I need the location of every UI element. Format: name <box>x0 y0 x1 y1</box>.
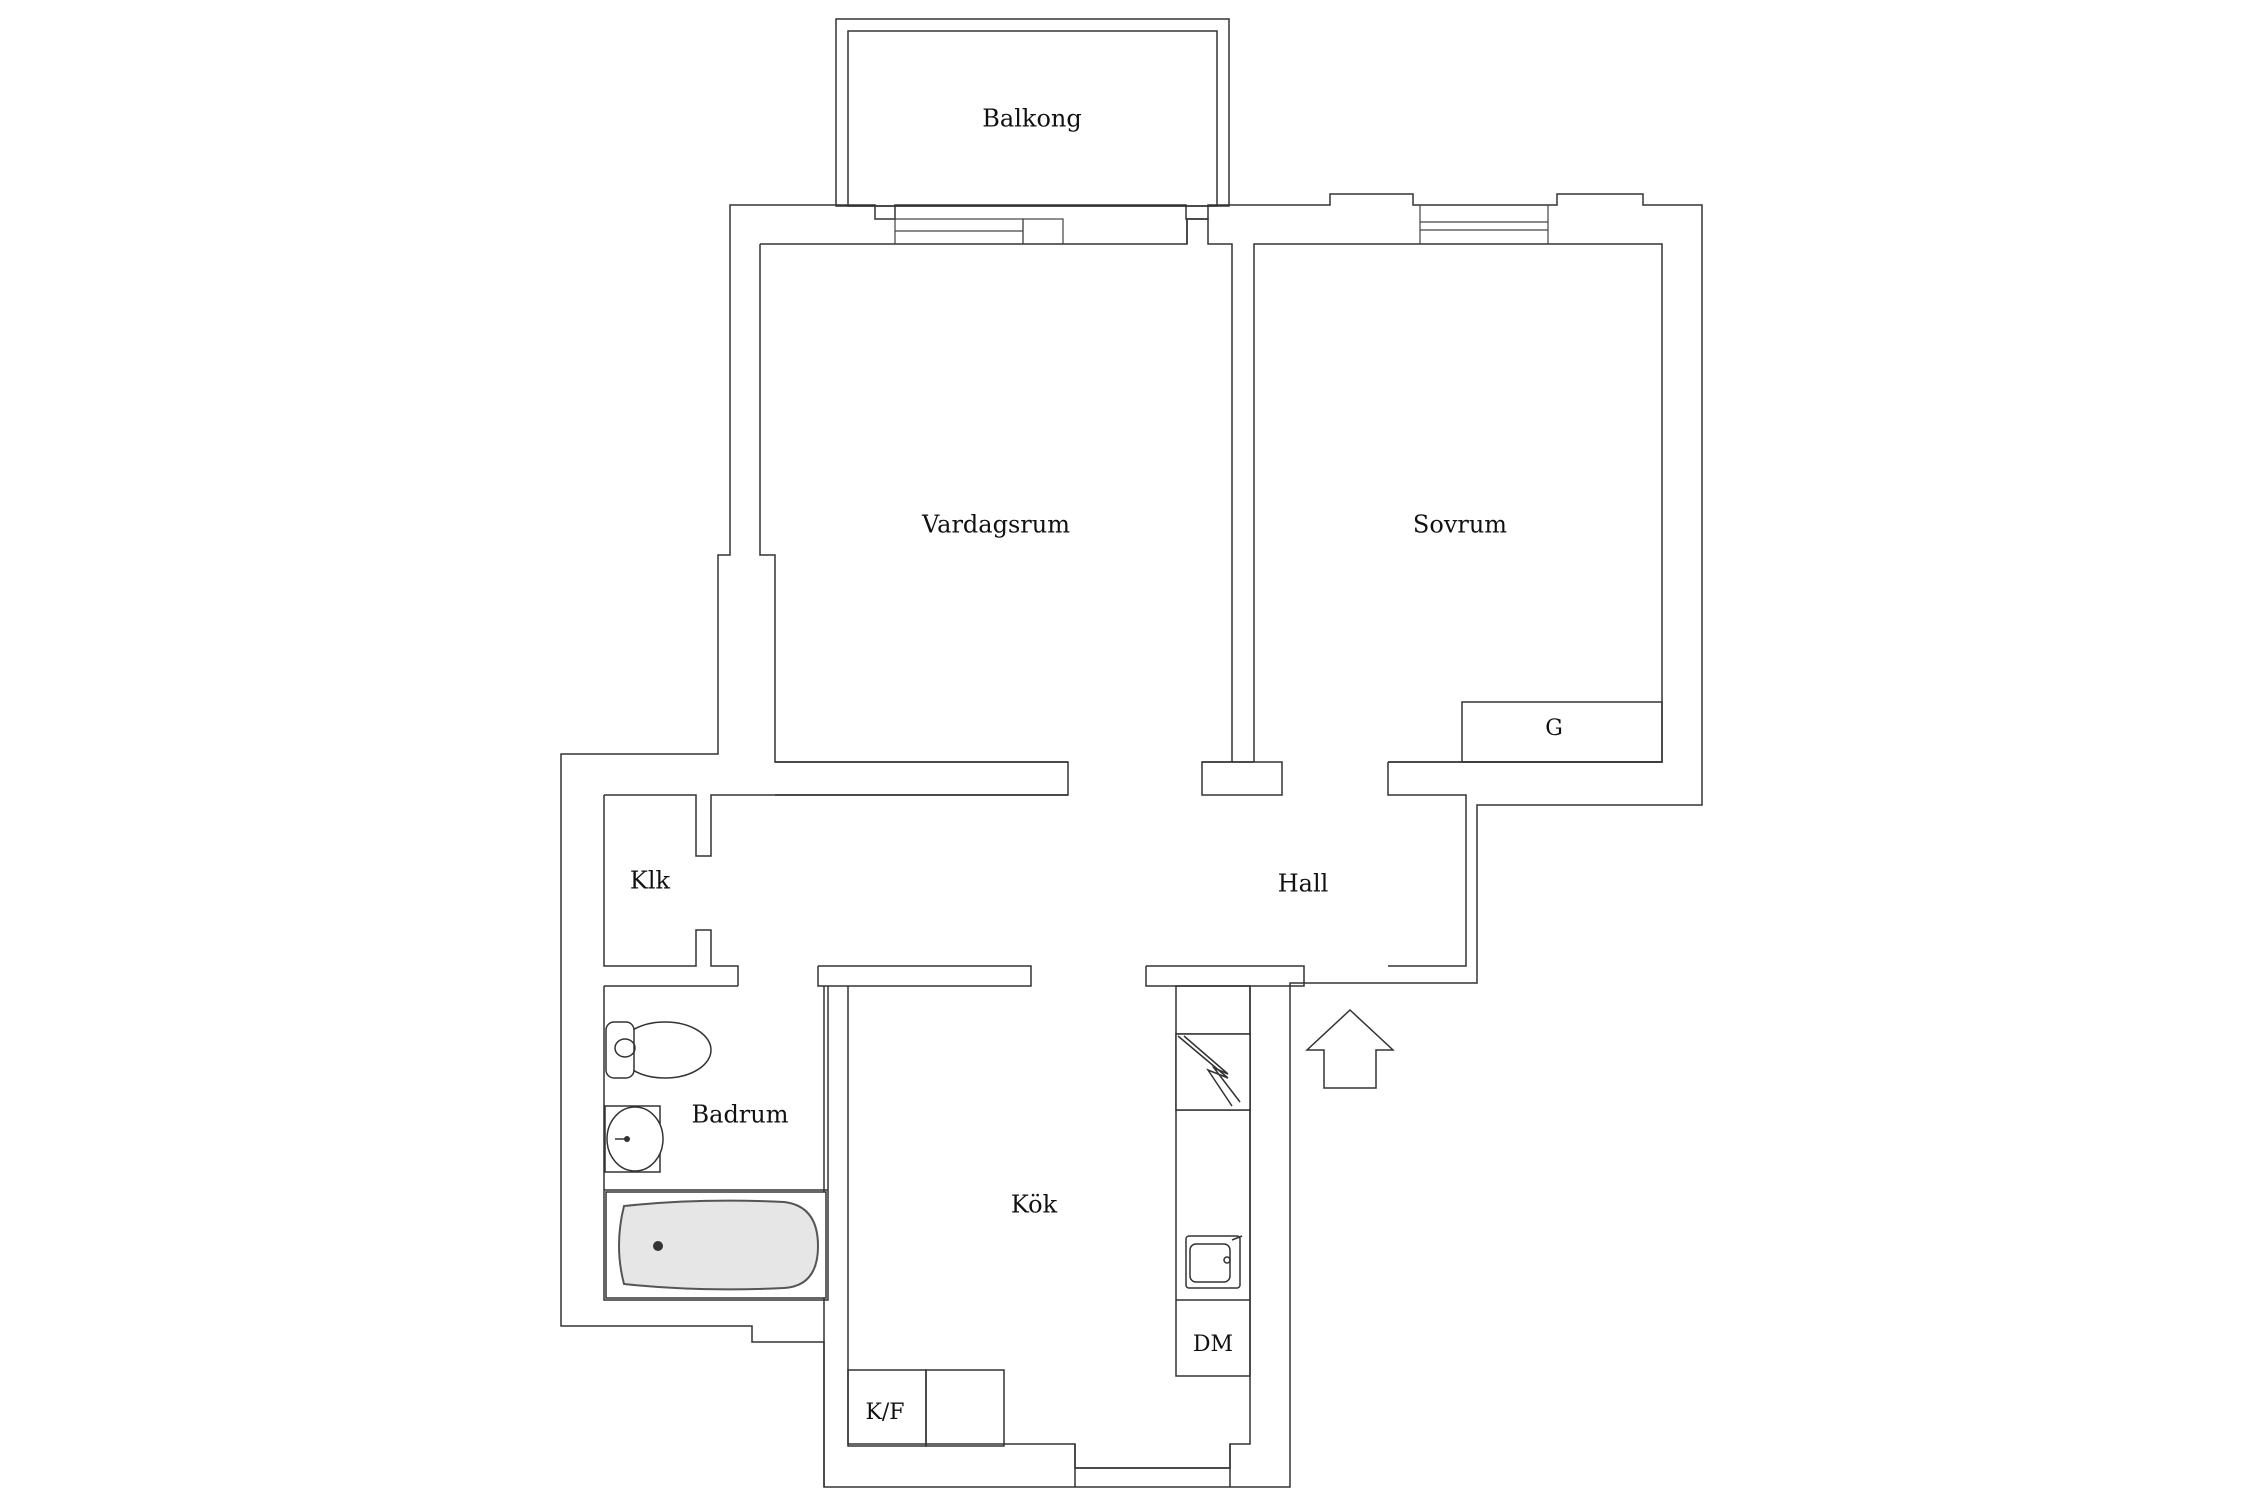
inner-wall <box>759 244 1068 763</box>
interior-walls <box>603 204 1663 1487</box>
room-label-klk: Klk <box>630 867 671 895</box>
kitchen-sink-icon <box>1185 1235 1243 1289</box>
toilet-icon <box>605 1021 712 1079</box>
appliance-label-dm: DM <box>1193 1332 1233 1357</box>
room-label-garderob: G <box>1545 716 1563 741</box>
room-label-badrum: Badrum <box>692 1101 789 1129</box>
wardrobe <box>1461 701 1663 763</box>
room-label-vardagsrum: Vardagsrum <box>921 511 1070 539</box>
balcony <box>835 18 1230 207</box>
washbasin-icon <box>604 1105 664 1173</box>
room-label-hall: Hall <box>1278 870 1329 898</box>
outer-wall <box>560 193 1703 1488</box>
kitchen-counter <box>847 985 1251 1447</box>
room-label-kok: Kök <box>1011 1191 1058 1219</box>
room-label-sovrum: Sovrum <box>1413 511 1507 539</box>
bathtub-icon <box>605 1191 827 1299</box>
entrance-arrow-icon <box>1305 1008 1395 1089</box>
stove-icon <box>1175 1033 1251 1111</box>
room-label-balkong: Balkong <box>982 105 1081 133</box>
appliance-label-kf: K/F <box>865 1400 904 1425</box>
